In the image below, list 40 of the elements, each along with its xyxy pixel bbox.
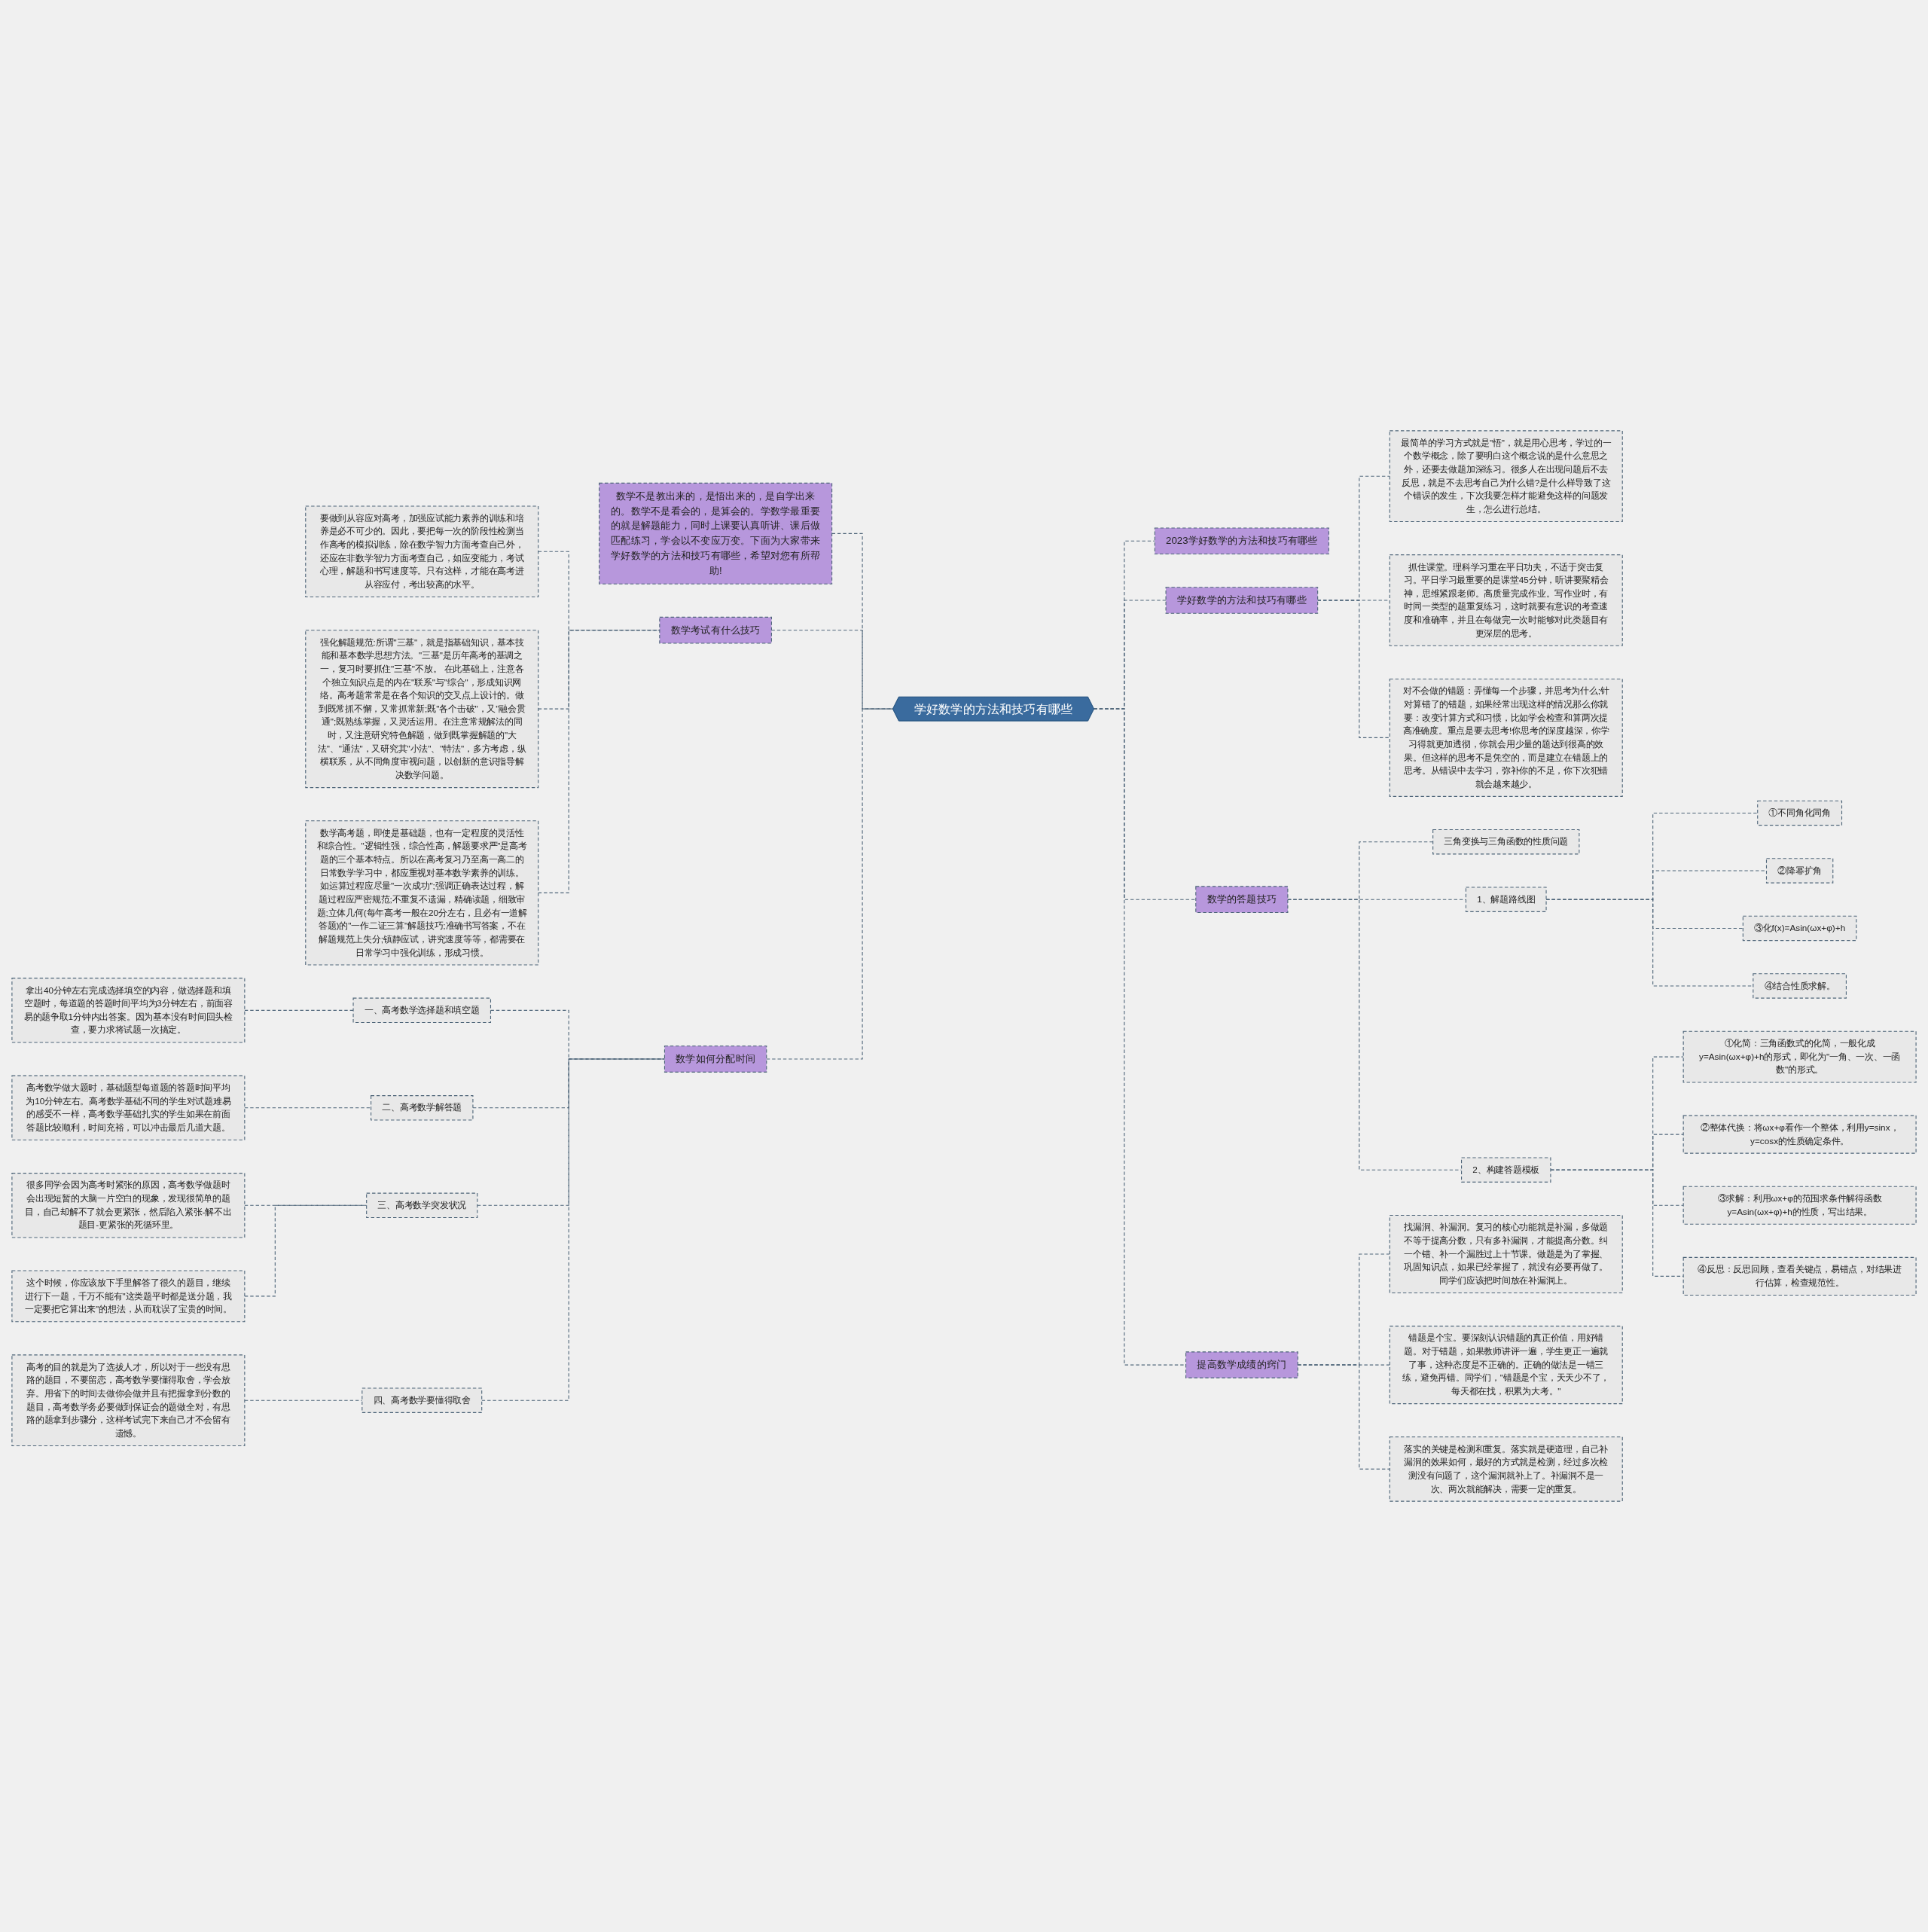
connector: [1317, 600, 1390, 738]
connector: [1550, 1169, 1684, 1277]
node-box: 数学的答题技巧: [1195, 886, 1289, 914]
node-box: 数学不是教出来的，是悟出来的，是自学出来的。数学不是看会的，是算会的。学数学最重要的就是解题能力，同时上课要认真听讲、课后做匹配练习，学会以不变应万变。下面为大家带来学好数学的方法和技巧有哪些，希望对您有所帮助!: [599, 482, 833, 584]
node-box: 数学如何分配时间: [664, 1045, 767, 1073]
node-box: 对不会做的错题：弄懂每一个步骤，并思考为什么;针对算错了的错题，如果经常出现这样的情况那么你就要：改变计算方式和习惯，比如学会检查和算两次提高准确度。重点是要去思考!你思考的深度越深，你学习得就更加透彻，你就会用少量的题达到很高的效果。但这样的思考不是凭空的，而是建立在错题上的思考。从错误中去学习，弥补你的不足，你下次犯错就会越来越少。: [1389, 678, 1623, 797]
node-box: 一、高考数学选择题和填空题: [352, 997, 491, 1024]
node-box: 三、高考数学突发状况: [366, 1192, 478, 1218]
node-box: 抓住课堂。理科学习重在平日功夫，不适于突击复习。平日学习最重要的是课堂45分钟，听讲要聚精会神，思维紧跟老师。高质量完成作业。写作业时，有时同一类型的题重复练习，这时就要有意识的考查速度和准确率，并且在每做完一次时能够对此类题目有更深层的思考。: [1389, 554, 1623, 646]
node-box: 拿出40分钟左右完成选择填空的内容，做选择题和填空题时，每道题的答题时间平均为3分钟左右，前面容易的题争取1分钟内出答案。因为基本没有时间回头检查，要力求将试题一次搞定。: [11, 978, 246, 1043]
node-box: 高考的目的就是为了选拔人才，所以对于一些没有思路的题目，不要留恋，高考数学要懂得取舍，学会放弃。用省下的时间去做你会做并且有把握拿到分数的题目，高考数学务必要做到保证会的题做全对，有思路的题拿到步骤分，这样考试完下来自己才不会留有遗憾。: [11, 1354, 246, 1447]
node-box: 学好数学的方法和技巧有哪些: [1165, 587, 1319, 614]
connector: [481, 1058, 665, 1401]
node-box: 数学考试有什么技巧: [659, 616, 772, 644]
node-box: 错题是个宝。要深刻认识错题的真正价值，用好错题。对于错题，如果教师讲评一遍，学生更正一遍就了事，这种态度是不正确的。正确的做法是一错三练，避免再错。同学们，"错题是个宝，天天少不了，每天都在找，积累为大考。": [1389, 1326, 1623, 1405]
node-box: ④反思：反思回顾，查看关键点，易错点，对结果进行估算，检查规范性。: [1682, 1256, 1917, 1296]
node-box: 1、解题路线图: [1465, 887, 1547, 912]
node-box: 三角变换与三角函数的性质问题: [1432, 829, 1580, 855]
node-box: 四、高考数学要懂得取舍: [362, 1387, 483, 1413]
node-box: 很多同学会因为高考时紧张的原因，高考数学做题时会出现短暂的大脑一片空白的现象，发现很简单的题目，自己却解不了就会更紧张，然后陷入紧张-解不出题目-更紧张的死循环里。: [11, 1173, 246, 1238]
node-box: ①化简：三角函数式的化简，一般化成y=Asin(ωx+φ)+h的形式，即化为"一角、一次、一函数"的形式。: [1682, 1030, 1917, 1083]
node-box: ①不同角化同角: [1757, 800, 1843, 826]
node-box: 提高数学成绩的窍门: [1185, 1351, 1298, 1378]
node-box: ③化f(x)=Asin(ωx+φ)+h: [1742, 915, 1857, 942]
node-box: 强化解题规范:所谓"三基"，就是指基础知识，基本技能和基本数学思想方法。"三基"是历年高考的基调之一，复习时要抓住"三基"不放。 在此基础上，注意各个独立知识点是的内在"联系"与"综合"，形成知识网络。高考题常常是在各个知识的交叉点上设计的。做到既常抓不懈，又常抓常新;既"各个击破"，又"融会贯通";既熟练掌握，又灵活运用。在注意常规解法的同时，又注意研究特色解题，做到既掌握解题的"大法"、"通法"，又研究其"小法"、"特法"，多方考虑，纵横联系，从不同角度审视问题，以创新的意识指导解决数学问题。: [305, 630, 539, 789]
node-box: 2023学好数学的方法和技巧有哪些: [1154, 527, 1329, 555]
node-box: 2、构建答题模板: [1461, 1157, 1551, 1183]
node-box: 要做到从容应对高考，加强应试能力素养的训练和培养是必不可少的。因此，要把每一次的阶段性检测当作高考的模拟训练，除在数学智力方面考查自己外，还应在非数学智力方面考查自己，如应变能力，考试心理，解题和书写速度等。只有这样，才能在高考进从容应付，考出较高的水平。: [305, 505, 539, 598]
node-box: 二、高考数学解答题: [371, 1095, 474, 1121]
node-box: ②降幂扩角: [1765, 858, 1834, 884]
node-box: ③求解：利用ωx+φ的范围求条件解得函数y=Asin(ωx+φ)+h的性质，写出结果。: [1682, 1186, 1917, 1225]
node-box: 最简单的学习方式就是"悟"，就是用心思考，学过的一个数学概念，除了要明白这个概念说的是什么意思之外，还要去做题加深练习。很多人在出现问题后不去反思，就是不去思考自己为什么错?是什么样导致了这个错误的发生，下次我要怎样才能避免这样的问题发生，怎么进行总结。: [1389, 430, 1623, 523]
node-box: 落实的关键是检测和重复。落实就是硬道理，自己补漏洞的效果如何，最好的方式就是检测，经过多次检测没有问题了，这个漏洞就补上了。补漏洞不是一次、两次就能解决，需要一定的重复。: [1389, 1436, 1623, 1502]
node-box: 数学高考题，即使是基础题，也有一定程度的灵活性和综合性。"逻辑性强，综合性高，解题要求严"是高考题的三个基本特点。所以在高考复习乃至高一高二的日常数学学习中，都应重视对基本数学素养的训练。如运算过程应尽量"一次成功";强调正确表达过程，解题过程应严密规范;不重复不遗漏，精确读题，细致审题;立体几何(每年高考一般在20分左右，且必有一道解答题)的"一作二证三算"解题技巧;准确书写答案，不在解题规范上失分;镇静应试，讲究速度等等，都需要在日常学习中强化训练，形成习惯。: [305, 820, 539, 966]
node-box: ④结合性质求解。: [1753, 973, 1847, 999]
node-box: 高考数学做大题时，基础题型每道题的答题时间平均为10分钟左右。高考数学基础不同的学生对试题难易的感受不一样，高考数学基础扎实的学生如果在前面答题比较顺利，时间充裕，可以冲击最后几道大题。: [11, 1075, 246, 1141]
connector: [244, 1009, 354, 1011]
node-box: 这个时候，你应该放下手里解答了很久的题目，继续进行下一题，千万不能有"这类题平时都是送分题，我一定要把它算出来"的想法，从而耽误了宝贵的时间。: [11, 1270, 246, 1323]
node-box: ②整体代换：将ωx+φ看作一个整体，利用y=sinx，y=cosx的性质确定条件。: [1682, 1115, 1917, 1154]
node-box: 找漏洞、补漏洞。复习的核心功能就是补漏，多做题不等于提高分数，只有多补漏洞，才能提高分数。纠一个错、补一个漏胜过上十节课。做题是为了掌握、巩固知识点，如果已经掌握了，就没有必要再做了。同学们应该把时间放在补漏洞上。: [1389, 1214, 1623, 1294]
